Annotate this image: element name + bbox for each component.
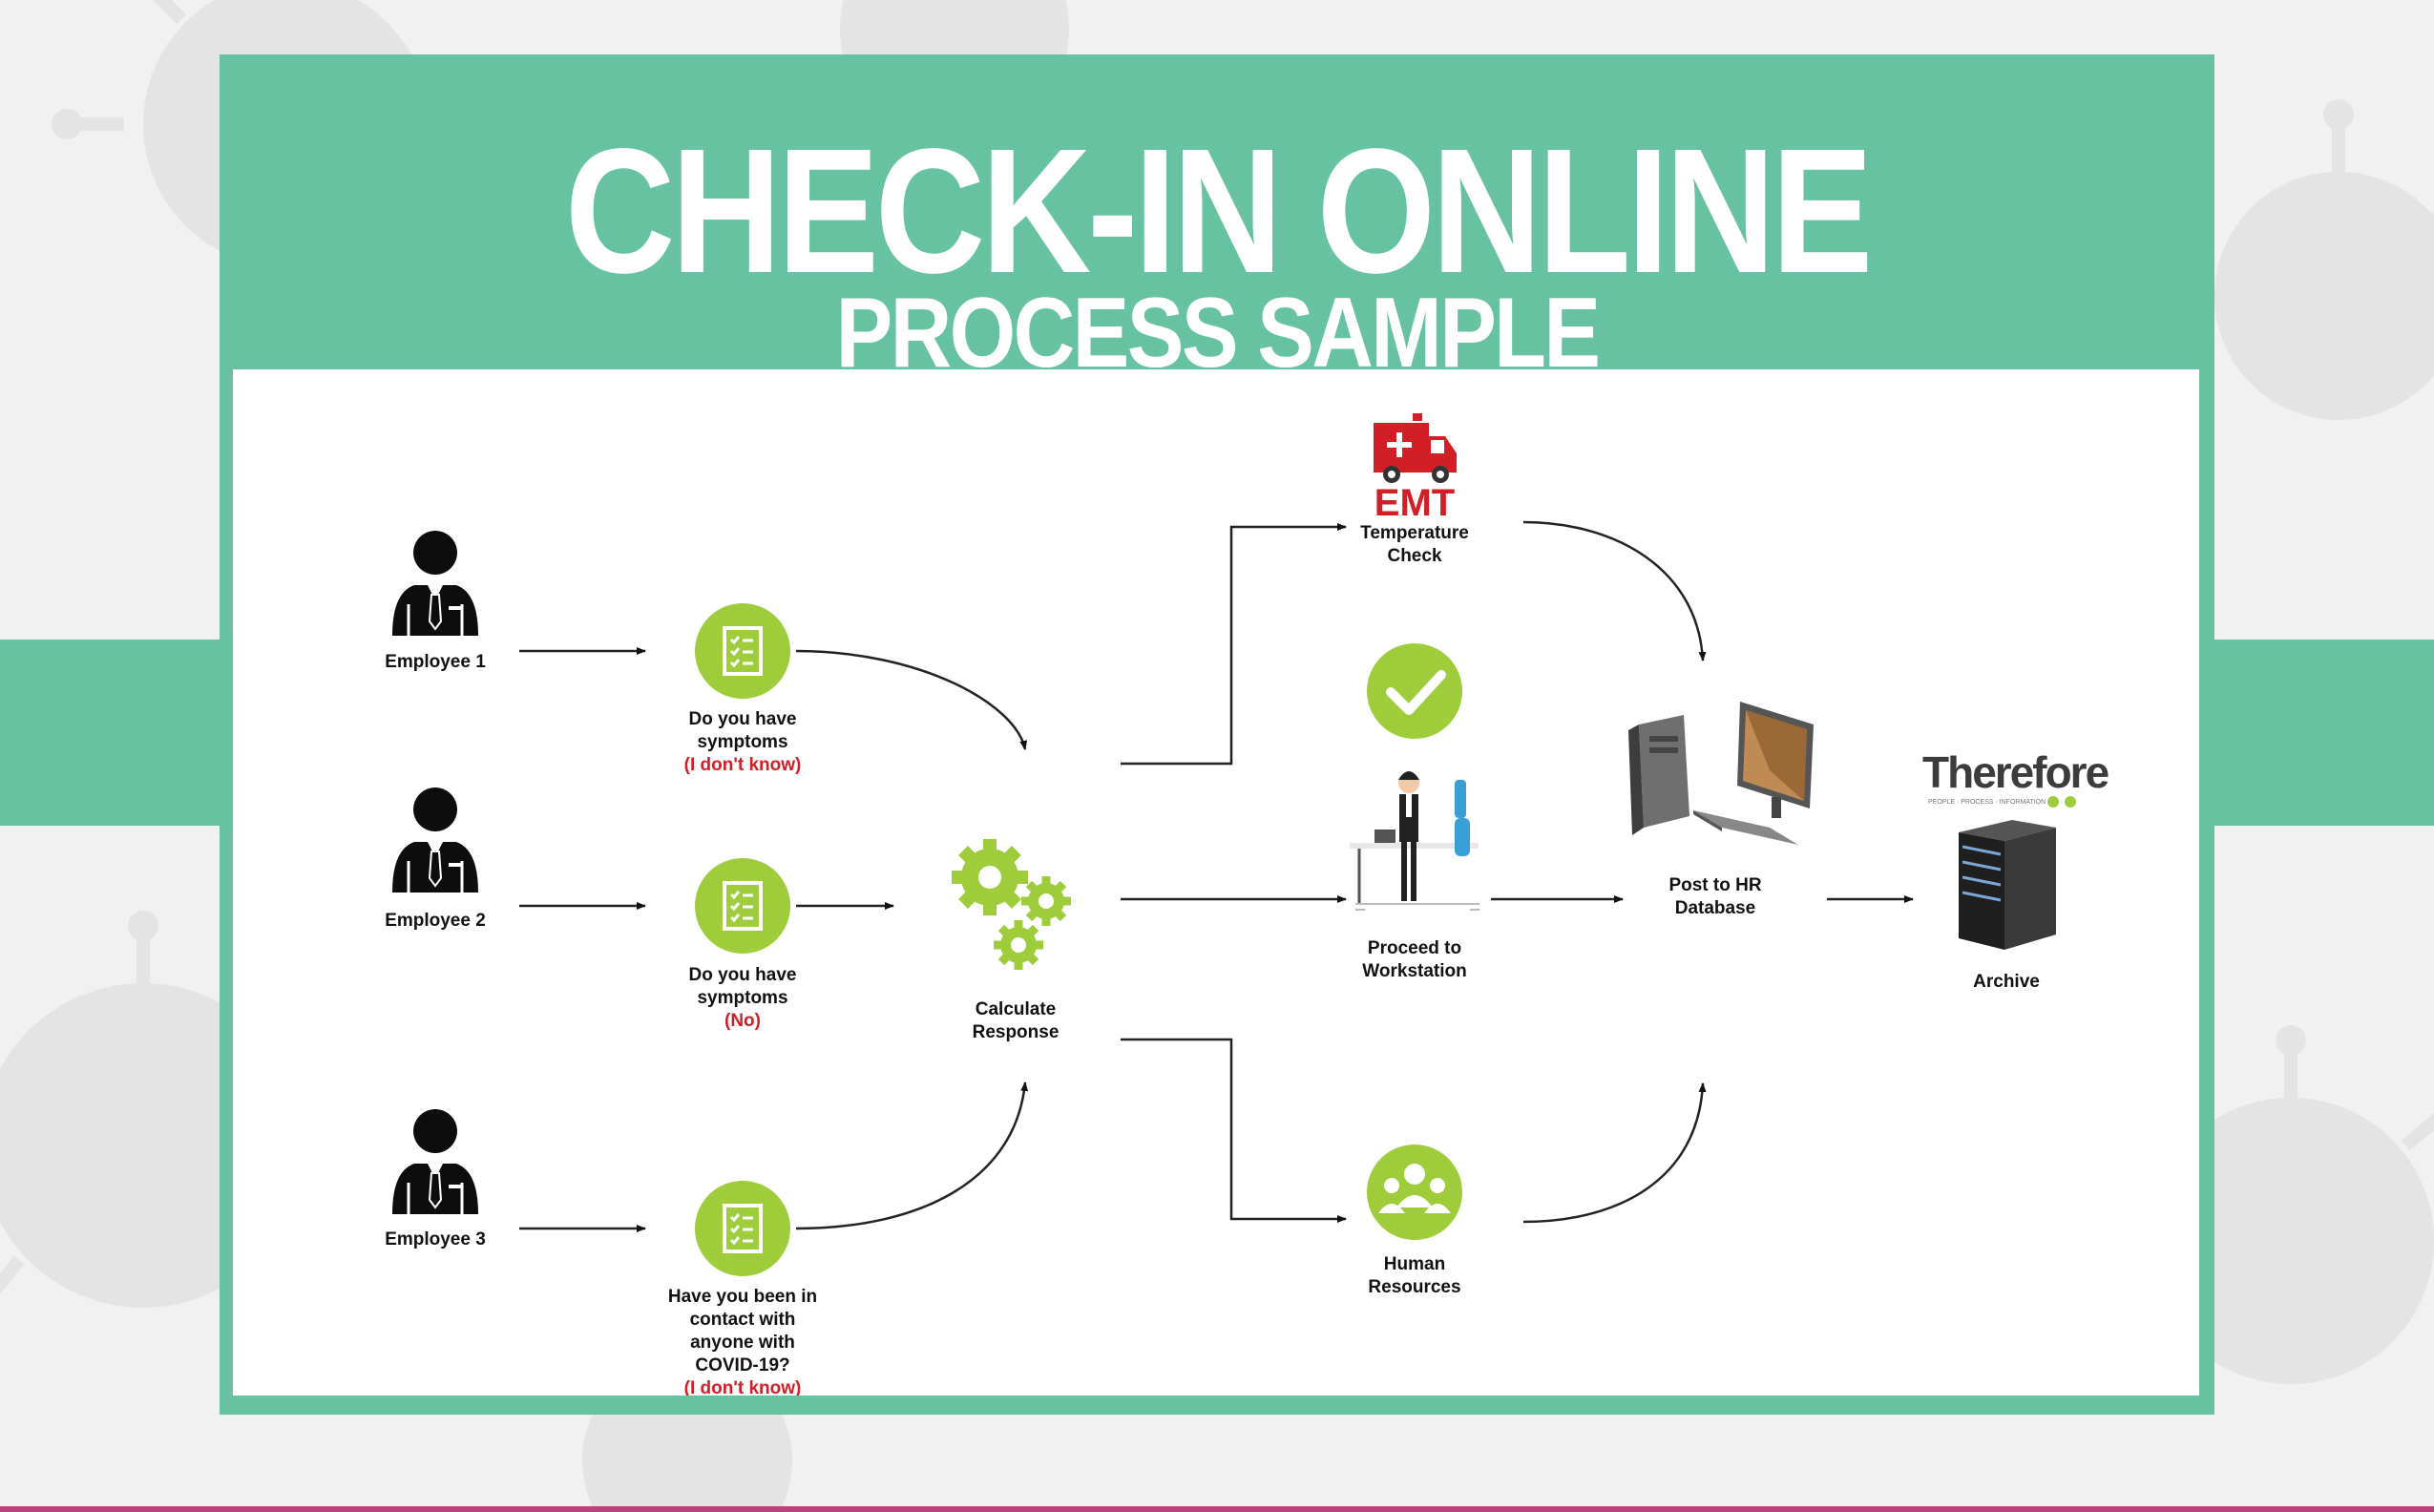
outcome-label-line: Human (1384, 1254, 1445, 1274)
database-label-line: Database (1675, 898, 1756, 918)
arrow (1121, 1038, 1347, 1223)
brand-name: Therefore (1922, 747, 2109, 797)
calculate-response: Calculate Response (952, 839, 1071, 1042)
person-suit-icon (390, 1107, 480, 1216)
question-line: symptoms (697, 988, 787, 1008)
employee-label: Employee 1 (385, 652, 486, 672)
question-line: Do you have (689, 965, 797, 985)
office-worker-desk-icon (1350, 771, 1479, 911)
outcome-label-line: Workstation (1362, 961, 1466, 981)
proceed-to-workstation: Proceed to Workstation (1350, 643, 1479, 981)
arrow (1121, 523, 1347, 766)
process-flow-diagram: Employee 1 Employee 2 Employee 3 Do you … (385, 413, 2111, 1396)
question-2: Do you have symptoms (No) (689, 856, 797, 1031)
question-line: symptoms (697, 732, 787, 752)
header-frame: CHECK-IN ONLINE PROCESS SAMPLE (220, 54, 2214, 1415)
person-suit-icon (390, 786, 480, 894)
group-icon (1367, 1144, 1462, 1240)
left-green-band (0, 640, 229, 826)
person-suit-icon (390, 529, 480, 638)
employee-label: Employee 3 (385, 1229, 486, 1250)
employee-2: Employee 2 (385, 786, 486, 931)
question-1: Do you have symptoms (I don't know) (684, 601, 802, 775)
archive-label: Archive (1973, 972, 2040, 992)
question-answer: (I don't know) (684, 1378, 802, 1396)
outcome-label-line: Proceed to (1368, 938, 1461, 958)
bottom-accent-line (0, 1506, 2434, 1512)
desktop-computer-icon (1628, 702, 1814, 845)
outcome-label-line: Temperature (1360, 523, 1469, 543)
page-title: CHECK-IN ONLINE (564, 113, 1874, 310)
question-line: Do you have (689, 709, 797, 729)
brand-tagline: PEOPLE · PROCESS · INFORMATION (1928, 799, 2046, 806)
arrow (1522, 520, 1707, 662)
database-label-line: Post to HR (1668, 875, 1761, 895)
checkmark-icon (1367, 643, 1462, 739)
therefore-logo: Therefore PEOPLE · PROCESS · INFORMATION (1922, 747, 2111, 808)
calculate-label-line: Response (973, 1022, 1060, 1042)
calculate-label-line: Calculate (976, 999, 1056, 1019)
checklist-icon (693, 601, 792, 701)
arrow (1522, 1082, 1707, 1224)
question-line: COVID-19? (695, 1355, 789, 1376)
gears-icon (952, 839, 1071, 970)
employee-3: Employee 3 (385, 1107, 486, 1250)
outcome-label-line: Check (1387, 546, 1441, 566)
employee-label: Employee 2 (385, 911, 486, 931)
post-to-hr-database: Post to HR Database (1628, 702, 1814, 918)
human-resources: Human Resources (1367, 1144, 1462, 1297)
question-line: contact with (690, 1310, 796, 1330)
checklist-icon (693, 1179, 792, 1278)
right-green-band (2205, 640, 2434, 826)
server-tower-icon (1959, 820, 2056, 950)
page-subtitle: PROCESS SAMPLE (835, 278, 1601, 388)
question-line: Have you been in (668, 1287, 817, 1307)
ambulance-icon (1374, 413, 1457, 483)
arrow (795, 1082, 1029, 1230)
question-3: Have you been in contact with anyone wit… (668, 1179, 817, 1396)
question-answer: (I don't know) (684, 755, 802, 775)
outcome-label-line: Resources (1368, 1277, 1460, 1297)
emt-badge: EMT (1374, 482, 1455, 524)
question-answer: (No) (724, 1011, 761, 1031)
process-diagram-panel: Employee 1 Employee 2 Employee 3 Do you … (233, 369, 2199, 1396)
archive: Therefore PEOPLE · PROCESS · INFORMATION (1922, 747, 2111, 992)
arrow (795, 649, 1028, 750)
employee-1: Employee 1 (385, 529, 486, 672)
emt-temperature-check: EMT Temperature Check (1360, 413, 1469, 566)
question-line: anyone with (690, 1333, 795, 1353)
checklist-icon (693, 856, 792, 956)
